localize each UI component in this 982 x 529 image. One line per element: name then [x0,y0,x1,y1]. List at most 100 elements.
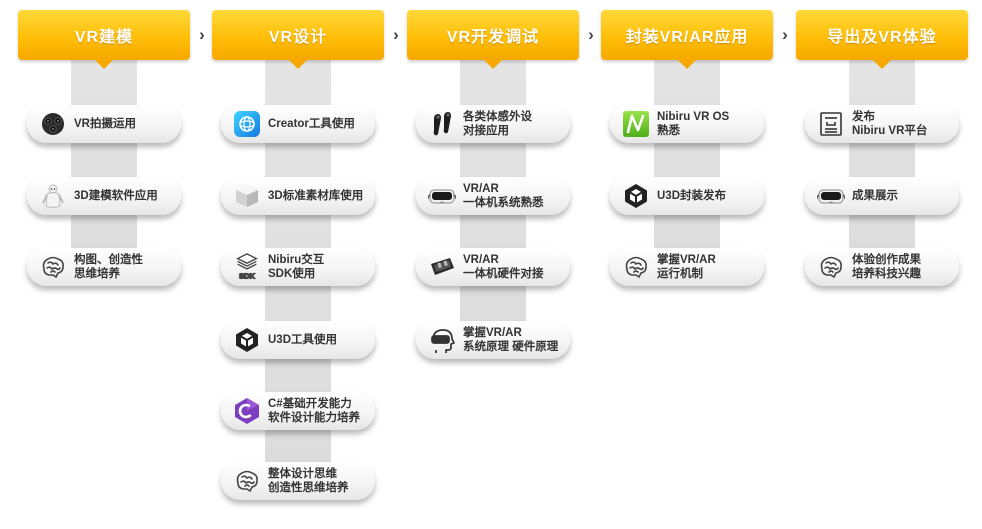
step-text-line: 体验创作成果 [852,254,921,266]
sdk-layers-icon: SDK [233,252,261,282]
step-text: 体验创作成果培养科技兴趣 [852,253,921,281]
column-header: VR开发调试 [407,10,579,69]
3d-figure-icon [39,182,67,210]
step-text-line: SDK使用 [268,268,316,280]
step-text: Nibiru VR OS 熟悉 [657,110,729,138]
step-text-line: Nibiru VR OS [657,111,730,123]
step-item: 构图、创造性思维培养 [27,248,181,286]
step-item: C#C#基础开发能力软件设计能力培养 [221,392,375,430]
step-item: Creator工具使用 [221,105,375,143]
chevron-right-icon: › [782,25,788,44]
step-item: VR/AR 一体机硬件对接 [416,248,570,286]
vr-headset-icon [428,182,456,210]
step-text-line: 熟悉 [657,125,680,137]
chevron-right-icon: › [199,25,205,44]
step-text-line: 发布 [852,111,875,123]
step-item: SDK Nibiru交互 SDK使用 [221,248,375,286]
step-text: Nibiru交互 SDK使用 [268,253,324,281]
step-text-line: 掌握VR/AR [463,327,522,339]
connector-spine [71,60,137,267]
step-text-line: 一体机系统熟悉 [463,197,544,209]
step-item: U3D工具使用 [221,321,375,359]
step-text: VR/AR 一体机硬件对接 [463,253,544,281]
step-text-line: 软件设计能力培养 [268,412,360,424]
step-item: 体验创作成果培养科技兴趣 [805,248,959,286]
step-text-line: 创造性思维培养 [268,482,349,494]
document-icon [817,110,845,138]
brain-icon [622,253,650,281]
step-text: 掌握VR/AR 系统原理 硬件原理 [463,326,558,354]
column-header: 导出及VR体验 [796,10,968,69]
step-text: U3D封装发布 [657,189,726,203]
step-text: 掌握VR/AR 运行机制 [657,253,716,281]
step-text-line: 掌握VR/AR [657,254,716,266]
column-header: VR建模 [18,10,190,69]
cube-icon [233,182,261,210]
step-item: 各类体感外设对接应用 [416,105,570,143]
column-header: 封装VR/AR应用 [601,10,773,69]
chevron-right-icon: › [588,25,594,44]
step-text: 构图、创造性思维培养 [74,253,143,281]
step-text-line: 成果展示 [852,190,898,202]
step-text-line: Creator工具使用 [268,118,355,130]
icon-label: SDK [239,272,255,281]
step-text: 成果展示 [852,189,898,203]
step-text-line: 整体设计思维 [268,468,337,480]
step-text-line: Nibiru VR平台 [852,125,928,137]
vr-headset-icon [817,182,845,210]
step-text-line: VR/AR [463,254,499,266]
step-item: 3D建模软件应用 [27,177,181,215]
step-item: Nibiru VR OS 熟悉 [610,105,764,143]
step-text-line: 构图、创造性 [74,254,143,266]
step-item: 掌握VR/AR 运行机制 [610,248,764,286]
step-text-line: 一体机硬件对接 [463,268,544,280]
nibiru-logo-icon [622,110,650,138]
step-text-line: 培养科技兴趣 [852,268,921,280]
step-text: C#基础开发能力软件设计能力培养 [268,397,360,425]
step-item: 发布 Nibiru VR平台 [805,105,959,143]
step-text: 3D标准素材库使用 [268,189,363,203]
step-text: VR拍摄运用 [74,117,136,131]
step-text-line: 3D标准素材库使用 [268,190,364,202]
brain-icon [39,253,67,281]
step-text: U3D工具使用 [268,333,337,347]
creator-app-icon [233,110,261,138]
unity-logo-icon [622,182,650,210]
csharp-logo-icon: C# [233,397,261,425]
step-text-line: 系统原理 硬件原理 [463,341,559,353]
head-with-headset-icon [428,326,456,354]
unity-logo-icon [233,326,261,354]
step-text-line: 思维培养 [74,268,120,280]
step-text-line: U3D工具使用 [268,334,338,346]
brain-icon [233,467,261,495]
step-item: U3D封装发布 [610,177,764,215]
step-text: Creator工具使用 [268,117,355,131]
column-header: VR设计 [212,10,384,69]
step-text: 发布 Nibiru VR平台 [852,110,927,138]
step-text: 各类体感外设对接应用 [463,110,532,138]
connector-spine [654,60,720,267]
step-item: 掌握VR/AR 系统原理 硬件原理 [416,321,570,359]
step-item: 3D标准素材库使用 [221,177,375,215]
vr-camera-icon [39,110,67,138]
step-item: 整体设计思维创造性思维培养 [221,462,375,500]
step-text-line: C#基础开发能力 [268,398,352,410]
chevron-right-icon: › [393,25,399,44]
step-text-line: Nibiru交互 [268,254,325,266]
step-text: 3D建模软件应用 [74,189,158,203]
step-item: VR拍摄运用 [27,105,181,143]
vr-hardware-icon [428,253,456,281]
step-text-line: 3D建模软件应用 [74,190,158,202]
step-text-line: 运行机制 [657,268,703,280]
brain-icon [817,253,845,281]
step-text-line: VR拍摄运用 [74,118,136,130]
step-text-line: 对接应用 [463,125,509,137]
motion-controllers-icon [428,110,456,138]
step-item: 成果展示 [805,177,959,215]
step-text: 整体设计思维创造性思维培养 [268,467,349,495]
connector-spine [849,60,915,267]
step-text-line: U3D封装发布 [657,190,727,202]
